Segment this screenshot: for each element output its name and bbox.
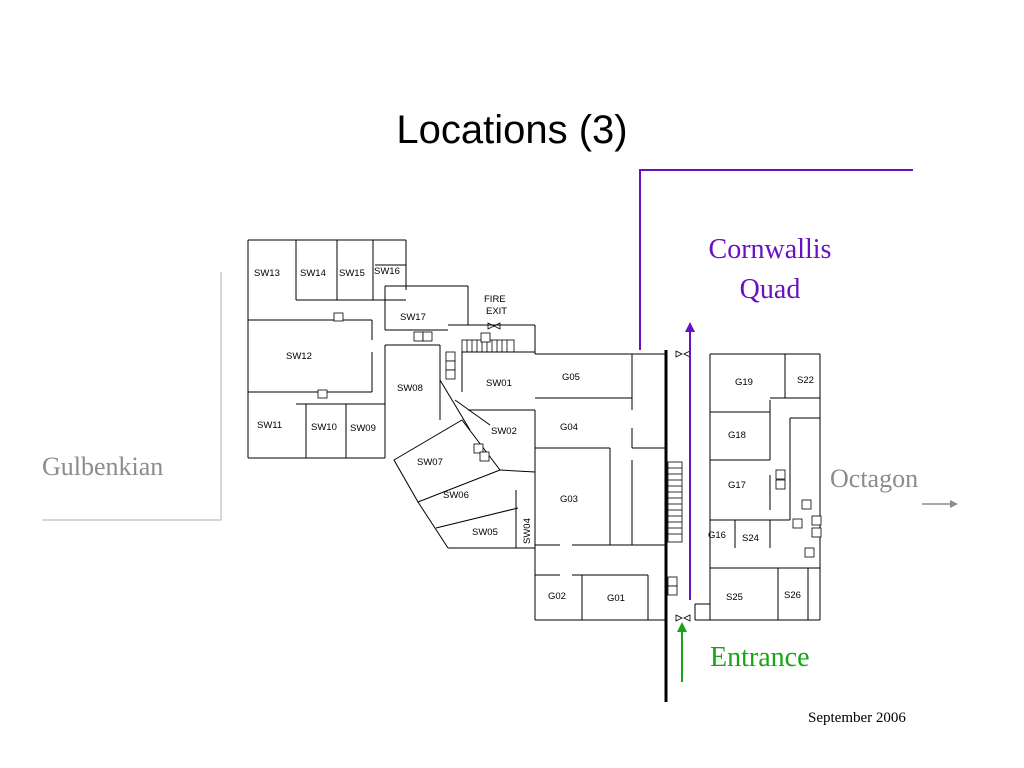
room-label: G02	[548, 591, 566, 602]
room-label: SW10	[311, 422, 337, 433]
room-label: SW02	[491, 426, 517, 437]
room-label: SW17	[400, 312, 426, 323]
room-label: S22	[797, 375, 814, 386]
small-feature-boxes	[317, 312, 822, 596]
room-label: SW07	[417, 457, 443, 468]
room-label: G04	[560, 422, 578, 433]
room-label: G18	[728, 430, 746, 441]
room-label: SW01	[486, 378, 512, 389]
building-walls	[247, 239, 821, 621]
room-label: SW12	[286, 351, 312, 362]
room-label: SW04	[522, 518, 533, 544]
room-label: SW06	[443, 490, 469, 501]
cornwallis-quad-label: Cornwallis Quad	[690, 230, 850, 310]
room-label: G16	[708, 530, 726, 541]
octagon-arrow	[922, 500, 958, 508]
fire-exit-label: EXIT	[486, 306, 507, 317]
door-symbols	[487, 322, 691, 622]
gulbenkian-label: Gulbenkian	[42, 452, 164, 481]
fire-exit-label: FIRE	[484, 294, 506, 305]
slide-title: Locations (3)	[396, 108, 628, 152]
entrance-label: Entrance	[710, 642, 810, 673]
octagon-label: Octagon	[830, 464, 919, 493]
gulbenkian-bracket	[42, 272, 222, 521]
room-label: SW11	[257, 420, 282, 431]
cornwallis-quad-route	[639, 169, 913, 350]
room-label: G19	[735, 377, 753, 388]
entrance-arrow	[677, 622, 687, 682]
cornwallis-arrow	[685, 322, 695, 600]
room-label: SW13	[254, 268, 280, 279]
room-label: SW16	[374, 266, 400, 277]
date-footer: September 2006	[808, 710, 906, 726]
room-label: G05	[562, 372, 580, 383]
room-label: SW15	[339, 268, 365, 279]
room-label: SW09	[350, 423, 376, 434]
room-label: SW14	[300, 268, 326, 279]
room-label: S25	[726, 592, 743, 603]
stairs	[461, 339, 683, 543]
room-label: G01	[607, 593, 625, 604]
room-label: G03	[560, 494, 578, 505]
room-label: SW08	[397, 383, 423, 394]
room-label: G17	[728, 480, 746, 491]
room-labels: SW13 SW14 SW15 SW16 SW17 SW12 SW08 SW01 …	[254, 266, 814, 604]
room-label: S26	[784, 590, 801, 601]
cornwallis-label-line1: Cornwallis	[708, 234, 832, 265]
room-label: SW05	[472, 527, 498, 538]
room-label: S24	[742, 533, 759, 544]
cornwallis-label-line2: Quad	[739, 274, 801, 305]
